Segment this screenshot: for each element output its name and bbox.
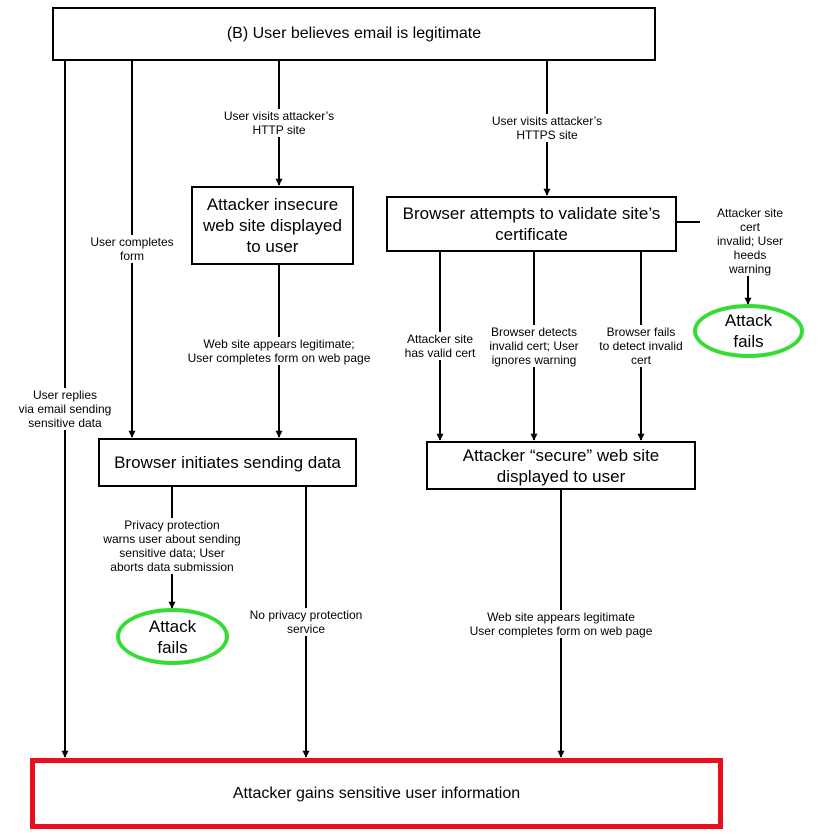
label-https-legit: Web site appears legitimate User complet… (469, 610, 653, 638)
label-http-legit: Web site appears legitimate; User comple… (187, 337, 371, 365)
label-ignores-warning: Browser detects invalid cert; User ignor… (489, 325, 579, 367)
outcome-label: Attacker gains sensitive user informatio… (232, 784, 521, 802)
label-no-privacy: No privacy protection service (249, 608, 363, 636)
label-valid-cert: Attacker site has valid cert (404, 332, 476, 360)
label-privacy-warns: Privacy protection warns user about send… (103, 518, 241, 574)
label-email-reply: User replies via email sending sensitive… (18, 388, 112, 430)
validate-cert-label: Browser attempts to validate site’s cert… (402, 204, 661, 244)
validate-cert-node: Browser attempts to validate site’s cert… (386, 196, 677, 252)
start-node: (B) User believes email is legitimate (52, 7, 656, 61)
label-cert-heeds: Attacker site cert invalid; User heeds w… (715, 206, 785, 276)
attack-fails-privacy-node: Attack fails (116, 608, 229, 665)
label-completes-form: User completes form (90, 235, 174, 263)
attack-fails-cert-label: Attack fails (724, 311, 773, 351)
label-visits-http: User visits attacker’s HTTP site (223, 109, 335, 137)
label-fails-detect: Browser fails to detect invalid cert (599, 325, 683, 367)
secure-site-label: Attacker “secure” web site displayed to … (462, 445, 660, 486)
attack-fails-cert-node: Attack fails (693, 304, 804, 358)
browser-sends-label: Browser initiates sending data (114, 453, 341, 472)
start-node-label: (B) User believes email is legitimate (226, 25, 482, 42)
insecure-site-node: Attacker insecure web site displayed to … (191, 186, 354, 265)
insecure-site-label: Attacker insecure web site displayed to … (203, 195, 342, 256)
label-visits-https: User visits attacker’s HTTPS site (491, 114, 603, 142)
attack-fails-privacy-label: Attack fails (148, 616, 197, 657)
browser-sends-node: Browser initiates sending data (98, 438, 357, 487)
outcome-node: Attacker gains sensitive user informatio… (30, 758, 723, 829)
secure-site-node: Attacker “secure” web site displayed to … (426, 441, 696, 490)
